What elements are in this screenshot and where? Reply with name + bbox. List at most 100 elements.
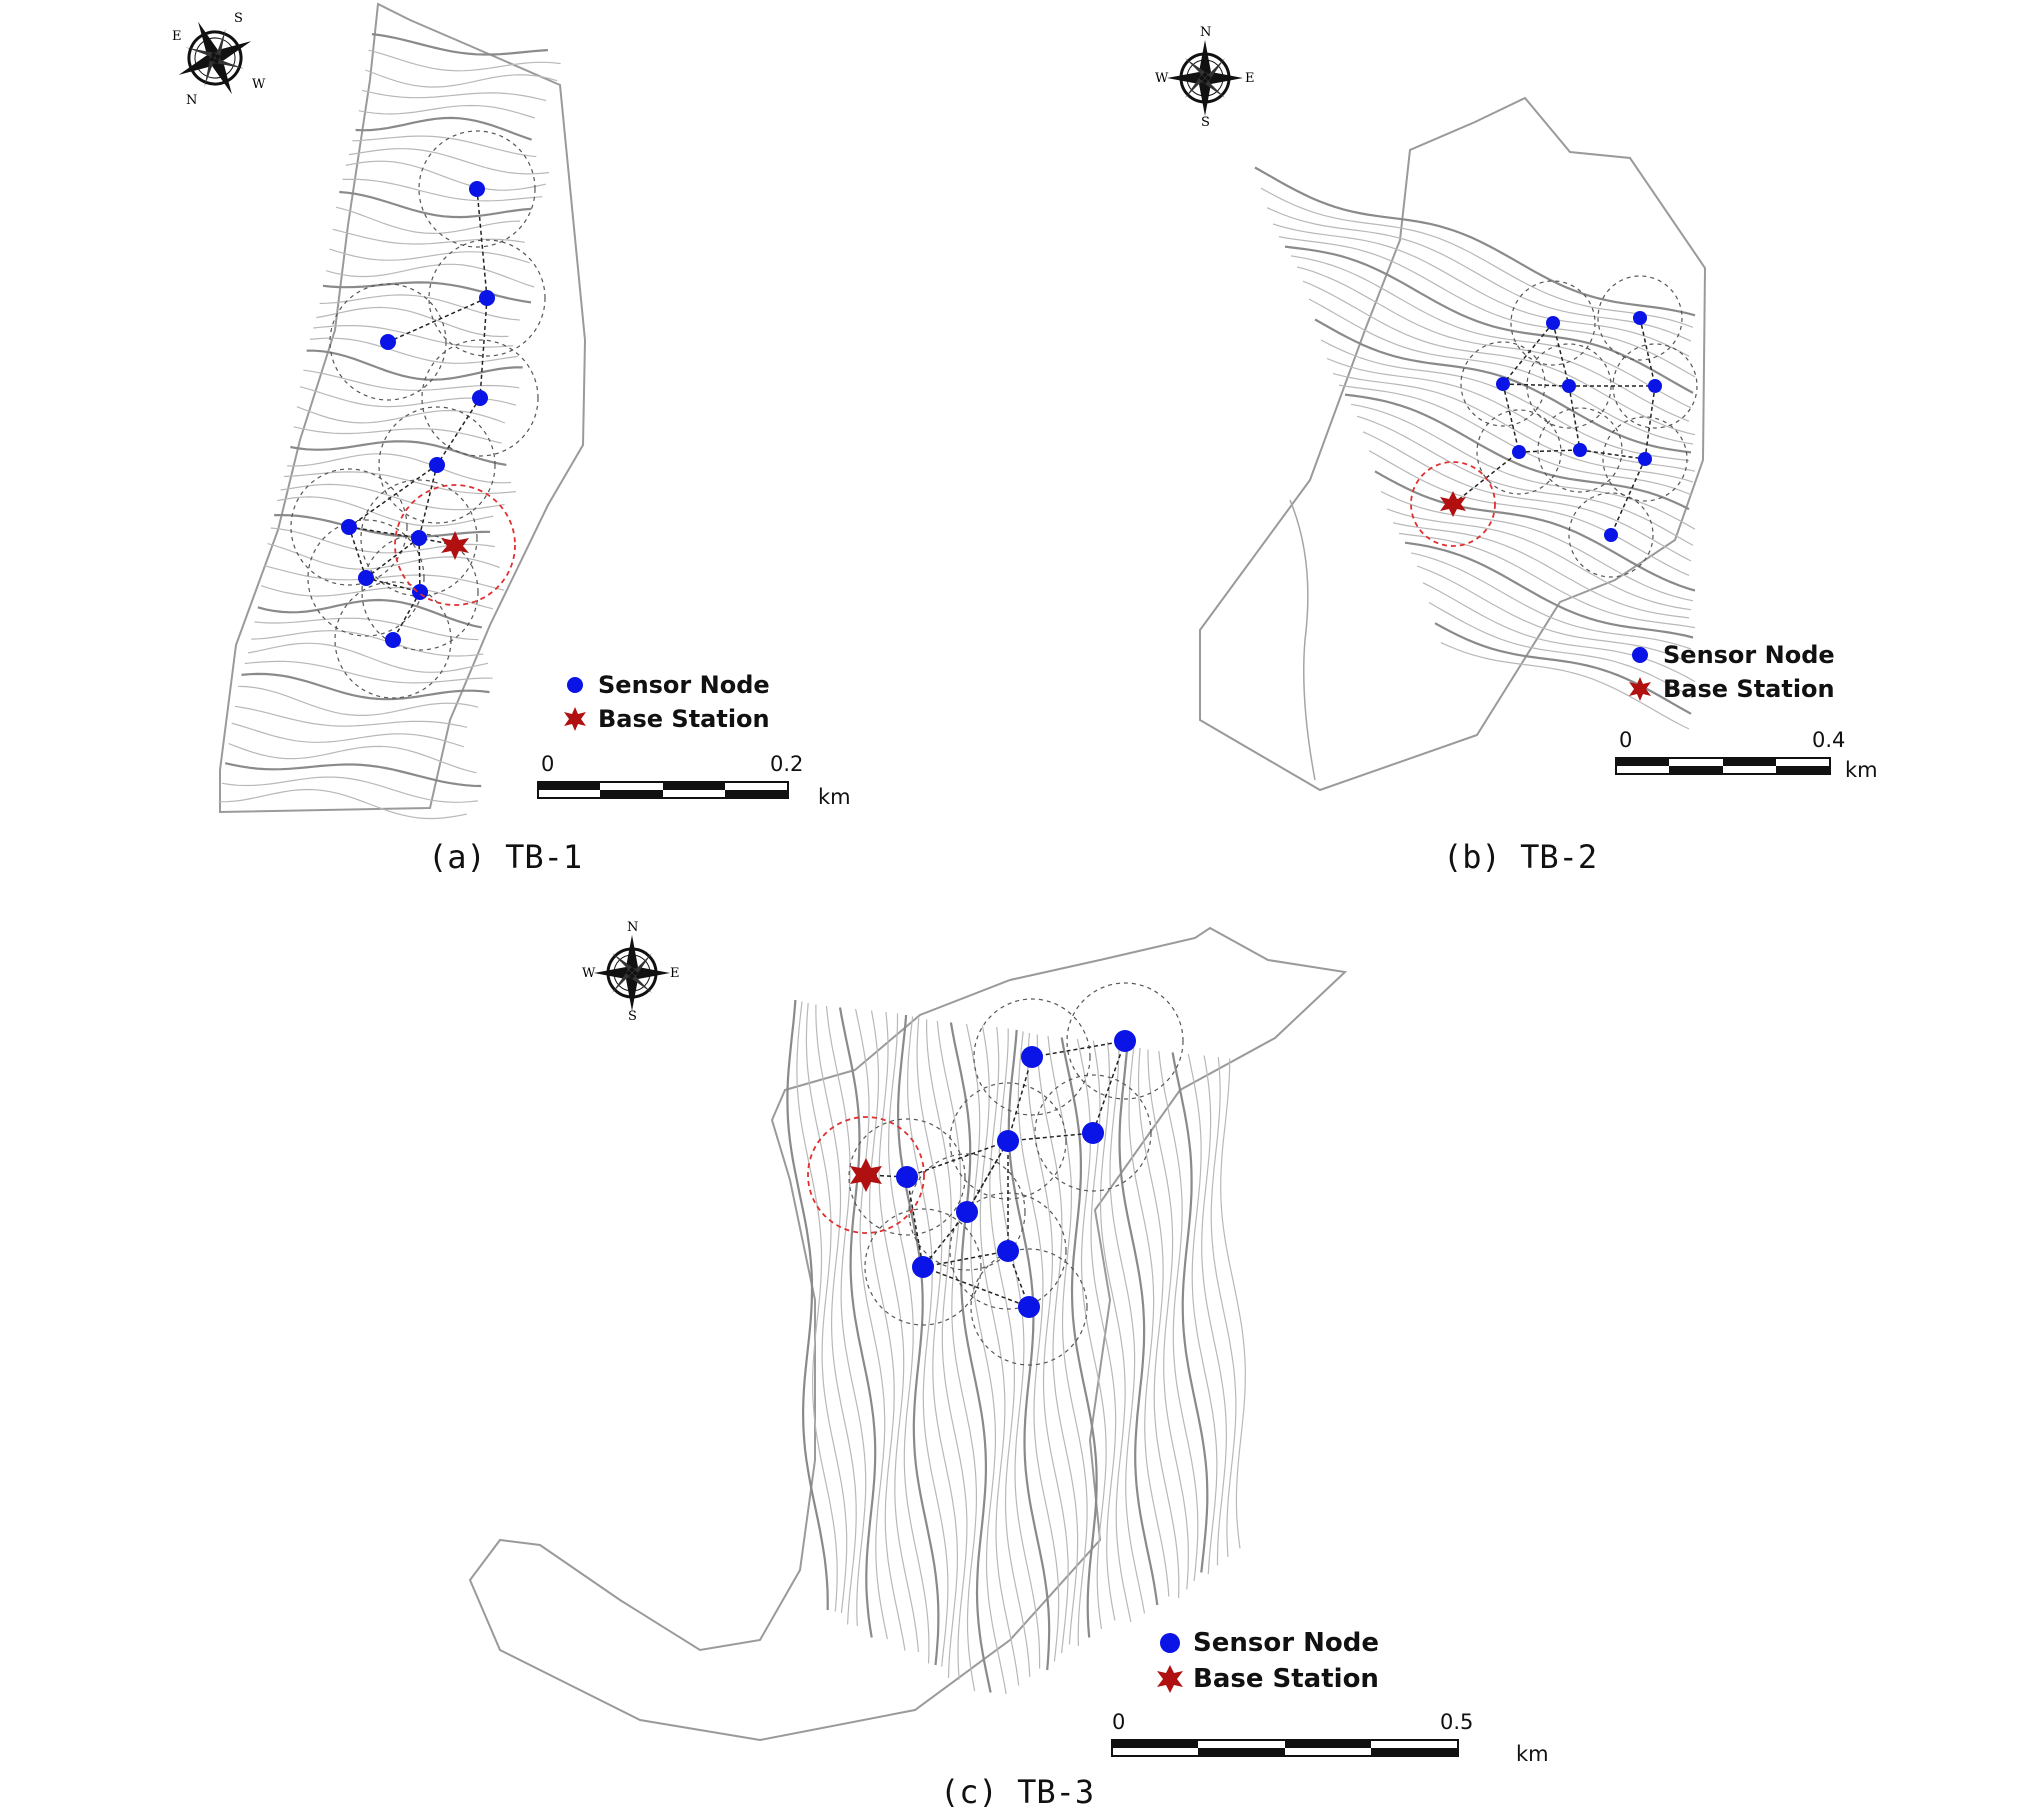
compass-letter: W (252, 77, 266, 92)
network-link (1639, 317, 1656, 387)
contour-line (1147, 1049, 1189, 1590)
area-boundary (219, 2, 587, 814)
contour-line (1272, 223, 1690, 357)
contour-line (368, 49, 561, 72)
node-range-circle (1034, 1074, 1152, 1192)
compass-letter: E (172, 29, 182, 44)
scale-start-label: 0 (541, 752, 555, 776)
network-link (348, 526, 420, 539)
sensor-node (896, 1166, 918, 1188)
sensor-node (997, 1240, 1019, 1262)
contour-line (965, 1023, 1007, 1695)
contour-line (1314, 318, 1692, 454)
network-link (348, 526, 367, 579)
scale-bar (1615, 757, 1831, 775)
contour-line (352, 135, 537, 158)
sensor-node (1512, 445, 1526, 459)
scale-bar (537, 781, 789, 799)
base-station-range-circle (394, 484, 516, 606)
compass-letter: S (628, 1009, 637, 1024)
sensor-node (1562, 379, 1576, 393)
contour-line (247, 642, 489, 673)
node-range-circle (1597, 275, 1683, 361)
contour-line (244, 660, 493, 684)
contour-line (868, 1010, 906, 1651)
contour-line (241, 672, 490, 701)
sensor-node (341, 519, 357, 535)
network-link (479, 297, 488, 399)
contour-line (1201, 1055, 1228, 1566)
sensor-node (1021, 1046, 1043, 1068)
contour-line (1254, 166, 1696, 317)
contour-line (1220, 1058, 1246, 1549)
compass-rose-icon (594, 935, 670, 1011)
contour-lines (1254, 166, 1696, 730)
contour-line (825, 1005, 867, 1627)
contour-line (303, 369, 520, 391)
contour-line (949, 1022, 992, 1693)
network-link (476, 188, 488, 299)
sensor-node (1082, 1122, 1104, 1144)
panel-caption: (b) TB-2 (1443, 838, 1598, 876)
scale-unit-label: km (818, 785, 851, 809)
map-tb1: S W N E (172, 2, 789, 820)
compass-letter: N (186, 93, 197, 108)
scale-unit-label: km (1845, 758, 1878, 782)
contour-line (218, 788, 467, 820)
scale-bar (1111, 1739, 1459, 1757)
legend-base-station: Base Station (1625, 672, 1835, 706)
contour-line (290, 440, 507, 466)
sensor-nodes (1496, 311, 1662, 542)
contour-line (796, 1001, 838, 1612)
contour-line (1422, 582, 1696, 683)
contour-line (936, 1020, 977, 1692)
legend-sensor-label: Sensor Node (1193, 1628, 1379, 1658)
contour-line (855, 1008, 888, 1640)
legend-sensor-node: Sensor Node (1625, 638, 1835, 672)
contour-line (267, 543, 500, 570)
contour-line (264, 565, 505, 591)
node-range-circle (1476, 409, 1562, 495)
contour-line (332, 228, 525, 245)
sensor-node (956, 1201, 978, 1223)
node-range-circles (290, 130, 546, 699)
node-range-circle (1537, 407, 1623, 493)
contour-line (1278, 236, 1696, 378)
node-range-circle (421, 339, 539, 457)
sensor-node (912, 1256, 934, 1278)
contour-line (906, 1016, 949, 1667)
network-link (922, 1266, 1030, 1308)
contour-line (1187, 1053, 1218, 1575)
contour-line (238, 685, 479, 716)
contour-line (345, 160, 546, 191)
base-station-marker (441, 531, 469, 560)
scale-start-label: 0 (1112, 1710, 1126, 1734)
map-tb3: N E S W (468, 920, 1459, 1757)
contour-line (1350, 403, 1696, 530)
contour-line (1260, 187, 1694, 328)
network-link (436, 397, 481, 466)
contour-line (280, 483, 505, 511)
network-link (1579, 449, 1646, 460)
network-link (392, 591, 421, 641)
node-range-circle (864, 1208, 982, 1326)
contour-line (1326, 357, 1696, 472)
compass-letter: S (234, 11, 243, 26)
contour-line (1137, 1047, 1180, 1599)
contour-lines (218, 33, 561, 820)
contour-lines (786, 999, 1246, 1695)
contour-line (234, 705, 468, 728)
contour-line (1362, 431, 1692, 562)
node-range-circle (970, 1248, 1088, 1366)
contour-line (1392, 522, 1690, 619)
contour-line (309, 337, 518, 364)
node-range-circles (848, 982, 1184, 1366)
contour-line (1404, 541, 1694, 639)
network-link (1031, 1040, 1126, 1058)
compass-rose-icon (1167, 40, 1243, 116)
area-boundary (1199, 96, 1707, 792)
map-tb2: N E S W (1155, 25, 1831, 792)
contour-line (838, 1007, 877, 1638)
contour-line (1284, 245, 1694, 394)
contour-line (322, 281, 532, 304)
